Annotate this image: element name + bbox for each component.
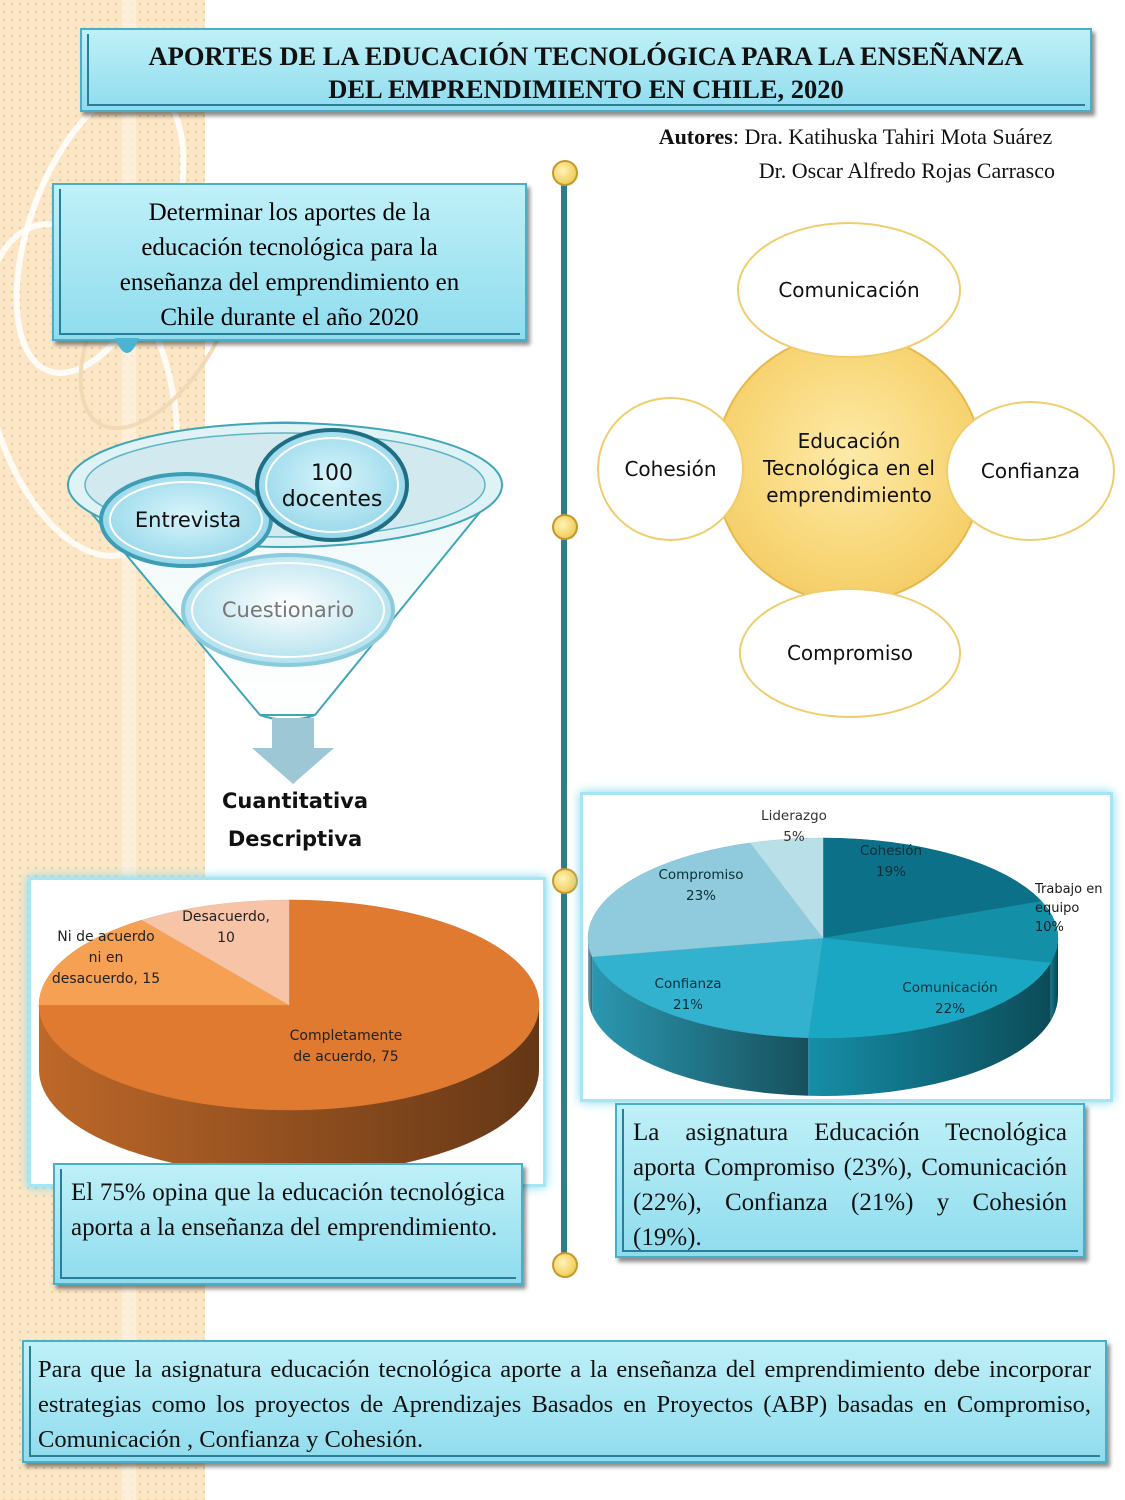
center-line-2: Tecnológica en el	[763, 455, 935, 480]
pie-slice-side	[592, 956, 809, 1096]
pie-label: Compromiso	[658, 867, 743, 883]
pie-label: Ni de acuerdo	[57, 929, 155, 945]
pie-slice-side	[1050, 938, 1058, 1021]
center-line-1: Educación	[797, 428, 901, 453]
pie-slice	[807, 937, 1052, 1039]
pie-slice	[822, 900, 1059, 964]
result-right-box: La asignatura Educación Tecnológica apor…	[615, 1103, 1085, 1258]
pie-label: 21%	[673, 997, 703, 1013]
pie-slice-side	[808, 962, 1051, 1096]
value-bubble-bottom: Compromiso	[739, 588, 961, 718]
timeline-line	[561, 172, 567, 1266]
objective-box: Determinar los aportes de la educación t…	[52, 183, 527, 341]
result-right-text: La asignatura Educación Tecnológica apor…	[633, 1119, 1067, 1251]
pie-label: 10%	[1035, 920, 1064, 935]
result-left-text: El 75% opina que la educación tecnológic…	[71, 1179, 505, 1241]
pie-label: Liderazgo	[761, 808, 827, 824]
technique-bubble	[99, 472, 273, 568]
value-bubble-top: Comunicación	[737, 222, 961, 358]
author-1: : Dra. Katihuska Tahiri Mota Suárez	[732, 124, 1053, 149]
method-line-2: Descriptiva	[227, 827, 363, 851]
contribution-chart-frame: Cohesión 19% Trabajo en equipo 10% Comunicaci…	[580, 792, 1113, 1102]
value-top-label: Comunicación	[778, 278, 920, 302]
title-line-1: APORTES DE LA EDUCACIÓN TECNOLÓGICA PARA…	[148, 41, 1024, 71]
pie-label: 23%	[686, 888, 716, 904]
sample-bubble	[255, 428, 409, 542]
down-arrow-icon	[252, 718, 334, 784]
pie-label: 22%	[935, 1001, 965, 1017]
timeline-dot	[552, 868, 578, 894]
pie-slice	[141, 899, 290, 1006]
pie-label: desacuerdo, 15	[52, 971, 160, 987]
technique-label: Entrevista	[135, 508, 241, 532]
pie-label: Comunicación	[902, 980, 997, 996]
pie-label: Completamente	[290, 1028, 403, 1044]
method-line-1: Cuantitativa	[221, 789, 369, 813]
pie-slice	[822, 837, 1042, 939]
value-bubble-left: Cohesión	[597, 397, 744, 541]
timeline-dot	[552, 160, 578, 186]
timeline-dot	[552, 1252, 578, 1278]
authors-label: Autores	[658, 124, 733, 149]
objective-drop-icon	[115, 338, 139, 353]
result-left-box: El 75% opina que la educación tecnológic…	[53, 1163, 523, 1285]
pie-slice	[591, 937, 824, 1039]
pie-label: 5%	[783, 829, 805, 845]
method-label: Cuantitativa Descriptiva	[185, 782, 405, 858]
pie-slice	[38, 919, 290, 1006]
authors: Autores: Dra. Katihuska Tahiri Mota Suár…	[659, 120, 1055, 188]
pie-label: Cohesión	[860, 843, 922, 859]
value-bubble-right: Confianza	[946, 401, 1115, 541]
title-line-2: DEL EMPRENDIMIENTO EN CHILE, 2020	[328, 74, 844, 104]
instrument-bubble	[181, 553, 395, 667]
sample-count: 100	[311, 461, 353, 486]
pie-label: 19%	[876, 864, 906, 880]
author-2: Dr. Oscar Alfredo Rojas Carrasco	[758, 158, 1055, 183]
pie-label: Confianza	[655, 976, 722, 992]
poster-title: APORTES DE LA EDUCACIÓN TECNOLÓGICA PARA…	[80, 28, 1092, 112]
pie-slice-side	[39, 1005, 539, 1175]
instrument-label: Cuestionario	[222, 598, 354, 622]
agreement-chart-frame: Completamente de acuerdo, 75 Ni de acuerdo…	[28, 877, 546, 1187]
pie-slice	[587, 842, 824, 958]
conclusion-text: Para que la asignatura educación tecnoló…	[38, 1356, 1091, 1453]
pie-label: 10	[217, 930, 235, 946]
pie-label: Desacuerdo,	[182, 909, 270, 925]
value-left-label: Cohesión	[624, 457, 717, 481]
sample-unit: docentes	[282, 487, 383, 512]
objective-line-2: educación tecnológica para la	[141, 234, 438, 261]
value-bottom-label: Compromiso	[786, 641, 914, 665]
pie-label: de acuerdo, 75	[293, 1049, 398, 1065]
timeline-dot	[552, 514, 578, 540]
methodology-funnel: 100 docentes Entrevista Cuestionario	[66, 421, 504, 721]
pie-label: Trabajo en	[1034, 882, 1103, 897]
contribution-pie-chart: Cohesión 19% Trabajo en equipo 10% Comunicaci…	[587, 808, 1103, 1096]
pie-label: ni en	[89, 950, 124, 966]
objective-line-1: Determinar los aportes de la	[148, 199, 431, 226]
center-line-3: emprendimiento	[766, 482, 932, 507]
agreement-pie-chart: Completamente de acuerdo, 75 Ni de acuerdo…	[38, 899, 540, 1175]
pie-slice-side	[588, 938, 593, 1015]
objective-line-4: Chile durante el año 2020	[160, 304, 419, 331]
pie-label: equipo	[1035, 901, 1079, 916]
objective-line-3: enseñanza del emprendimiento en	[119, 269, 460, 296]
value-right-label: Confianza	[980, 459, 1081, 483]
pie-slice	[749, 837, 824, 939]
center-circle: Educación Tecnológica en el emprendimien…	[714, 333, 984, 603]
conclusion-box: Para que la asignatura educación tecnoló…	[22, 1340, 1107, 1463]
